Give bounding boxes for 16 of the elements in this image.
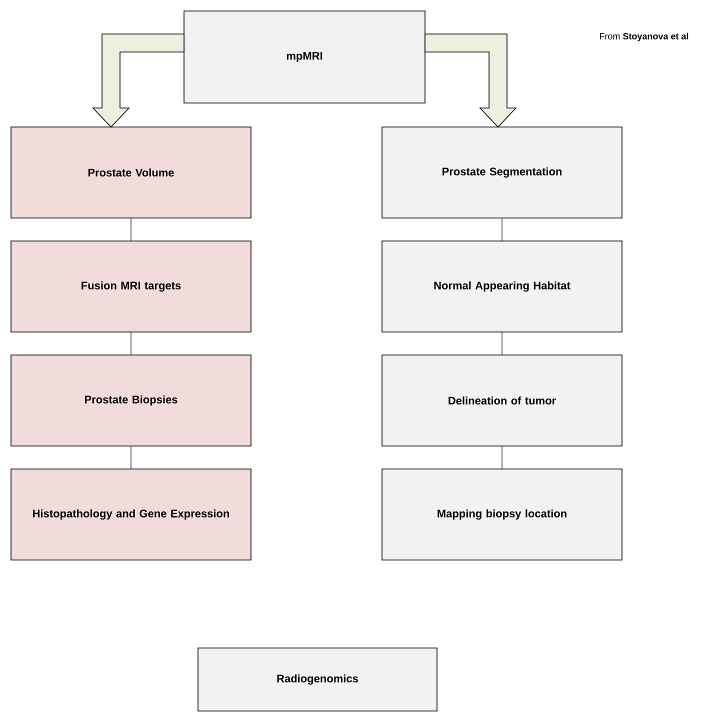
process-box: Mapping biopsy location	[382, 468, 622, 560]
process-box: Prostate Biopsies	[10, 354, 252, 446]
block-arrow	[92, 34, 184, 128]
process-box: Prostate Segmentation	[382, 126, 622, 218]
connector-line	[130, 218, 132, 241]
block-arrow	[424, 34, 517, 128]
process-box: Prostate Volume	[10, 126, 252, 218]
citation-note: From Stoyanova et al	[600, 32, 688, 42]
process-box: mpMRI	[184, 10, 426, 104]
process-box: Histopathology and Gene Expression	[10, 468, 252, 560]
connector-line	[130, 332, 132, 355]
process-box: Delineation of tumor	[382, 354, 622, 446]
process-box: Fusion MRI targets	[10, 240, 252, 332]
connector-line	[130, 446, 132, 469]
process-box: Normal Appearing Habitat	[382, 240, 622, 332]
process-box: Radiogenomics	[198, 648, 438, 712]
